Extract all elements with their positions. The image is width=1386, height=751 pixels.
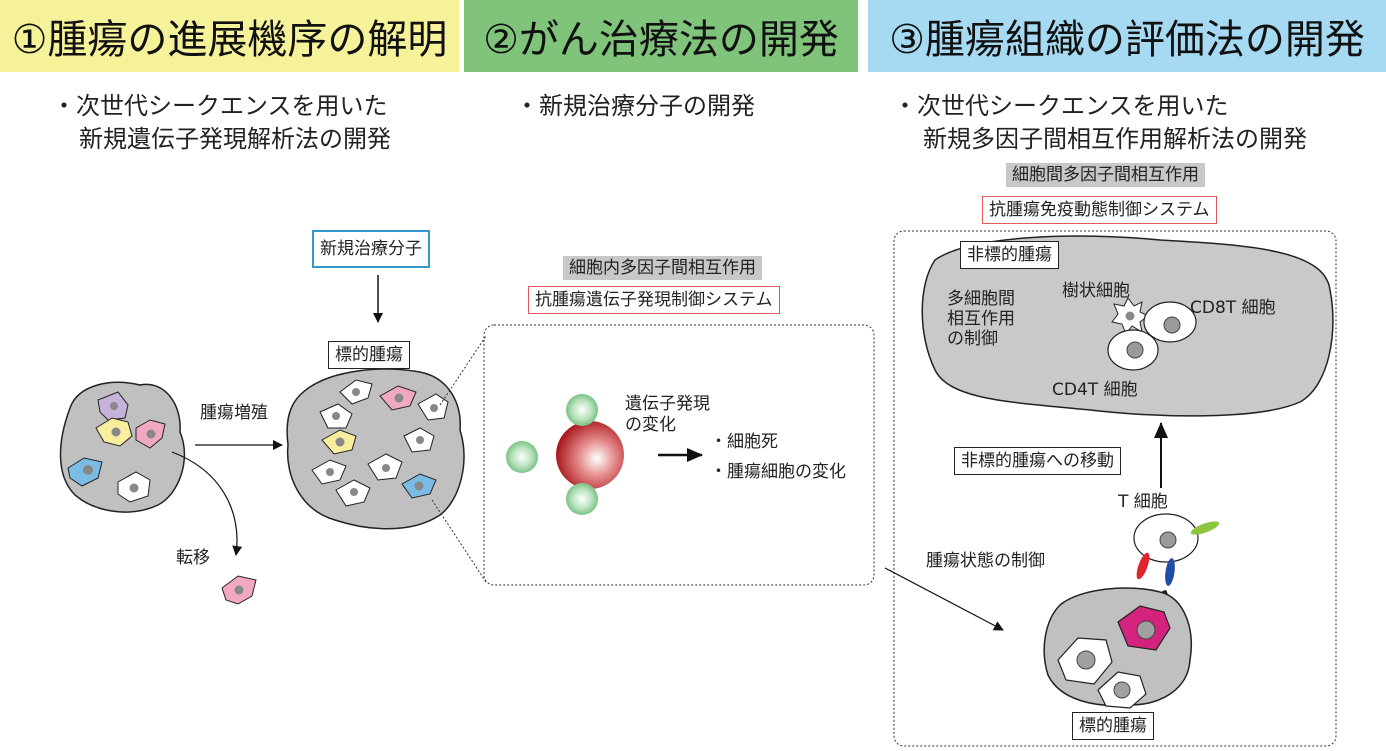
t-cell-label: T 細胞: [1118, 492, 1168, 512]
header-section-1: ①腫瘍の進展機序の解明: [0, 0, 459, 72]
header-section-1-text: ①腫瘍の進展機序の解明: [11, 17, 448, 63]
non-target-tumor-label: 非標的腫瘍: [960, 241, 1059, 269]
metastasis-label: 転移: [176, 548, 210, 568]
section3-bullet: ・次世代シークエンスを用いた 新規多因子間相互作用解析法の開発: [893, 90, 1307, 156]
immune-panel: [893, 230, 1337, 747]
section2-bullet: ・新規治療分子の開発: [515, 90, 755, 123]
immune-system-box: 抗腫瘍免疫動態制御システム: [982, 196, 1217, 224]
large-tumor: [286, 368, 465, 530]
gene-expression-line1: 遺伝子発現: [625, 394, 710, 414]
green-sphere-bottom: [566, 483, 598, 515]
intercellular-interaction-label: 細胞間多因子間相互作用: [1006, 163, 1205, 187]
section3-bullet-line2: 新規多因子間相互作用解析法の開発: [923, 125, 1307, 153]
cd4-label: CD4T 細胞: [1052, 380, 1138, 400]
outcome-cell-death: ・細胞死: [710, 432, 778, 452]
receptor-blue: [1165, 558, 1175, 586]
multi-cell-line2: 相互作用: [947, 309, 1015, 329]
multi-cell-line1: 多細胞間: [947, 289, 1015, 309]
zoom-line-top: [439, 335, 487, 406]
red-sphere: [556, 421, 624, 489]
growth-label: 腫瘍増殖: [200, 403, 268, 423]
outcome-tumor-change: ・腫瘍細胞の変化: [710, 462, 846, 482]
new-molecule-box: 新規治療分子: [312, 230, 430, 268]
header-section-3-text: ③腫瘍組織の評価法の開発: [889, 17, 1365, 63]
small-tumor-cells: [67, 391, 166, 503]
section1-bullet-line1: ・次世代シークエンスを用いた: [52, 92, 388, 120]
dendritic-cell-label: 樹状細胞: [1062, 281, 1130, 301]
intracellular-interaction-label: 細胞内多因子間相互作用: [563, 256, 762, 280]
multi-cell-line3: の制御: [947, 329, 998, 349]
section3-bullet-line1: ・次世代シークエンスを用いた: [893, 92, 1229, 120]
section2-bullet-line1: ・新規治療分子の開発: [515, 92, 755, 120]
section1-bullet: ・次世代シークエンスを用いた 新規遺伝子発現解析法の開発: [52, 90, 391, 156]
receptor-green: [1190, 521, 1220, 535]
multi-cell-label: 多細胞間 相互作用 の制御: [947, 289, 1015, 349]
bottom-target-tumor-label: 標的腫瘍: [1072, 712, 1154, 740]
molecule-panel: [483, 324, 875, 586]
large-tumor-cells: [311, 379, 449, 507]
gene-control-system-box: 抗腫瘍遺伝子発現制御システム: [528, 286, 780, 314]
green-sphere-top: [566, 394, 598, 426]
target-tumor-label: 標的腫瘍: [328, 341, 410, 369]
header-section-3: ③腫瘍組織の評価法の開発: [868, 0, 1386, 72]
green-sphere-left: [506, 441, 538, 473]
state-control-arrow: [884, 567, 1004, 631]
header-section-2: ②がん治療法の開発: [464, 0, 858, 72]
cd8-label: CD8T 細胞: [1190, 298, 1276, 318]
header-section-2-text: ②がん治療法の開発: [483, 17, 839, 63]
metastasis-arrow: [171, 451, 243, 556]
section1-bullet-line2: 新規遺伝子発現解析法の開発: [79, 125, 391, 153]
migration-label: 非標的腫瘍への移動: [954, 447, 1121, 475]
zoom-line-bottom: [431, 499, 487, 583]
gene-expression-line2: の変化: [625, 415, 676, 435]
outcome-list: ・細胞死 ・腫瘍細胞の変化: [710, 427, 846, 487]
receptor-red: [1136, 552, 1150, 580]
state-control-label: 腫瘍状態の制御: [926, 551, 1045, 571]
gene-expression-label: 遺伝子発現 の変化: [625, 394, 710, 436]
